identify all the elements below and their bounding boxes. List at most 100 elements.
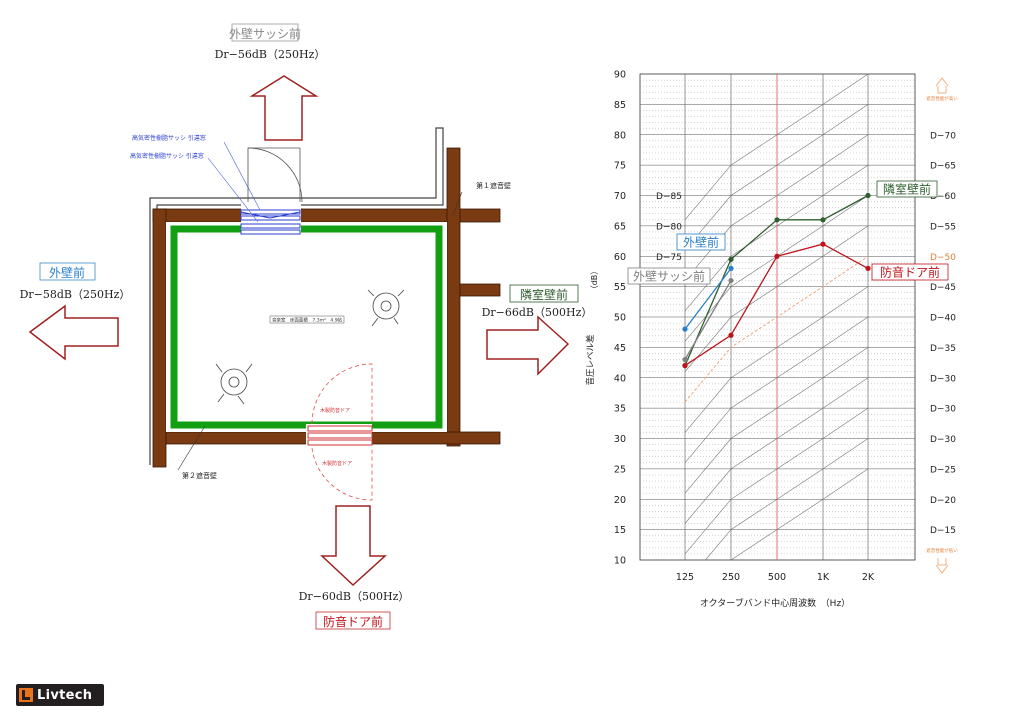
rating-curve (684, 347, 869, 494)
rating-curve (684, 407, 869, 555)
value-right: Dr−66dB（500Hz） (482, 306, 593, 319)
series-callout-label: 隣室壁前 (883, 182, 931, 197)
brand-logo: Livtech (16, 684, 104, 706)
series-point (728, 277, 734, 284)
room-floor (178, 233, 435, 421)
building-outline (149, 127, 444, 465)
y-tick-label: 70 (614, 191, 626, 202)
brand-name: Livtech (37, 687, 93, 703)
rating-label: D−15 (930, 526, 956, 536)
soundproof-door: 木製防音ドア 木製防音ドア (306, 363, 373, 501)
label-right: 隣室壁前 (520, 287, 568, 302)
person-icon (215, 363, 253, 405)
label-box-bottom (315, 611, 391, 630)
rating-label: D−30 (930, 374, 956, 384)
rating-label: D−25 (930, 465, 956, 475)
y-tick-label: 30 (614, 434, 626, 445)
y-tick-label: 45 (614, 343, 626, 354)
y-tick-label: 65 (614, 221, 626, 232)
logo-icon (19, 688, 33, 702)
rating-label: D−75 (656, 253, 682, 263)
series-point (682, 363, 688, 369)
value-left: Dr−58dB（250Hz） (20, 288, 131, 301)
y-tick-label: 55 (614, 282, 626, 293)
y-tick-label: 25 (614, 464, 626, 475)
rating-curve-highlight (684, 255, 869, 403)
series-point (865, 265, 871, 271)
rating-label: D−55 (930, 222, 956, 232)
sash-label-2: 高気密性樹脂サッシ 引違窓 (130, 152, 204, 160)
rating-curve (684, 164, 869, 312)
rating-label: D−40 (930, 314, 956, 324)
bottom-note: 遮音性能が低い (926, 547, 958, 554)
top-note: 遮音性能が高い (926, 95, 958, 102)
y-tick-label: 60 (614, 252, 626, 263)
rating-label: D−80 (656, 222, 682, 232)
y-tick-label: 90 (614, 70, 626, 81)
x-tick-label: 250 (722, 572, 740, 583)
series-callout-box (627, 267, 711, 285)
rating-label: D−50 (930, 253, 956, 263)
label-box-left (39, 262, 96, 281)
series-point (820, 241, 826, 247)
x-tick-label: 125 (676, 572, 694, 583)
rating-curve (684, 104, 869, 251)
rating-label: D−70 (930, 131, 956, 141)
wall2-label: 第２遮音壁 (182, 471, 217, 480)
rating-curve (684, 377, 869, 524)
y-axis-label: 音圧レベル差 (585, 334, 596, 385)
label-left: 外壁前 (49, 265, 85, 280)
y-tick-label: 50 (614, 313, 626, 324)
x-tick-label: 2K (862, 572, 875, 583)
label-box-right (509, 284, 579, 303)
y-tick-label: 40 (614, 373, 626, 384)
rating-label: D−35 (930, 344, 956, 354)
floor-plan: 木製防音ドア 木製防音ドア 音楽室 床面面積 7.3ｍ² 4.9帖 第１遮音壁 … (20, 23, 593, 630)
arrow-left-icon (28, 304, 119, 361)
rating-label: D−20 (930, 496, 956, 506)
chevron-up-icon (935, 77, 949, 94)
wall1-label: 第１遮音壁 (476, 181, 511, 190)
series-callout-label: 防音ドア前 (880, 265, 940, 280)
arrow-right-icon (486, 315, 570, 376)
direction-arrows (28, 75, 570, 587)
series-point (728, 332, 734, 338)
value-bottom: Dr−60dB（500Hz） (299, 590, 410, 603)
arrow-down-icon (320, 505, 387, 587)
y-tick-label: 80 (614, 130, 626, 141)
door-label-inner: 木製防音ドア (322, 460, 352, 467)
label-bottom: 防音ドア前 (323, 614, 383, 629)
window-sash (207, 141, 303, 235)
series-callout-box (871, 263, 949, 281)
room-label: 音楽室 床面面積 7.3ｍ² 4.9帖 (272, 317, 343, 324)
y-tick-label: 35 (614, 404, 626, 415)
rating-label: D−85 (656, 192, 682, 202)
series-point (865, 192, 871, 199)
label-box-top (231, 23, 299, 42)
series-point (682, 326, 688, 332)
rating-curve (684, 225, 869, 372)
rating-label: D−30 (930, 435, 956, 445)
person-icon (367, 289, 405, 327)
x-tick-label: 1K (817, 572, 830, 583)
series-callout-box (876, 180, 938, 198)
rating-curve (684, 316, 869, 463)
rating-curve (684, 73, 869, 220)
y-tick-label: 20 (614, 495, 626, 506)
y-axis-unit: （dB） (590, 267, 599, 294)
rating-curve (730, 468, 869, 561)
rating-curve (705, 438, 869, 561)
series-callout-label: 外壁サッシ前 (633, 269, 705, 284)
series-line (684, 268, 732, 330)
series-point (728, 256, 734, 262)
rating-curve (684, 286, 869, 433)
rating-curves (684, 73, 869, 561)
door-label-outer: 木製防音ドア (320, 407, 350, 414)
series-callout-box (676, 233, 726, 251)
series-line (684, 280, 732, 360)
y-tick-label: 75 (614, 161, 626, 172)
rating-label: D−60 (930, 192, 956, 202)
